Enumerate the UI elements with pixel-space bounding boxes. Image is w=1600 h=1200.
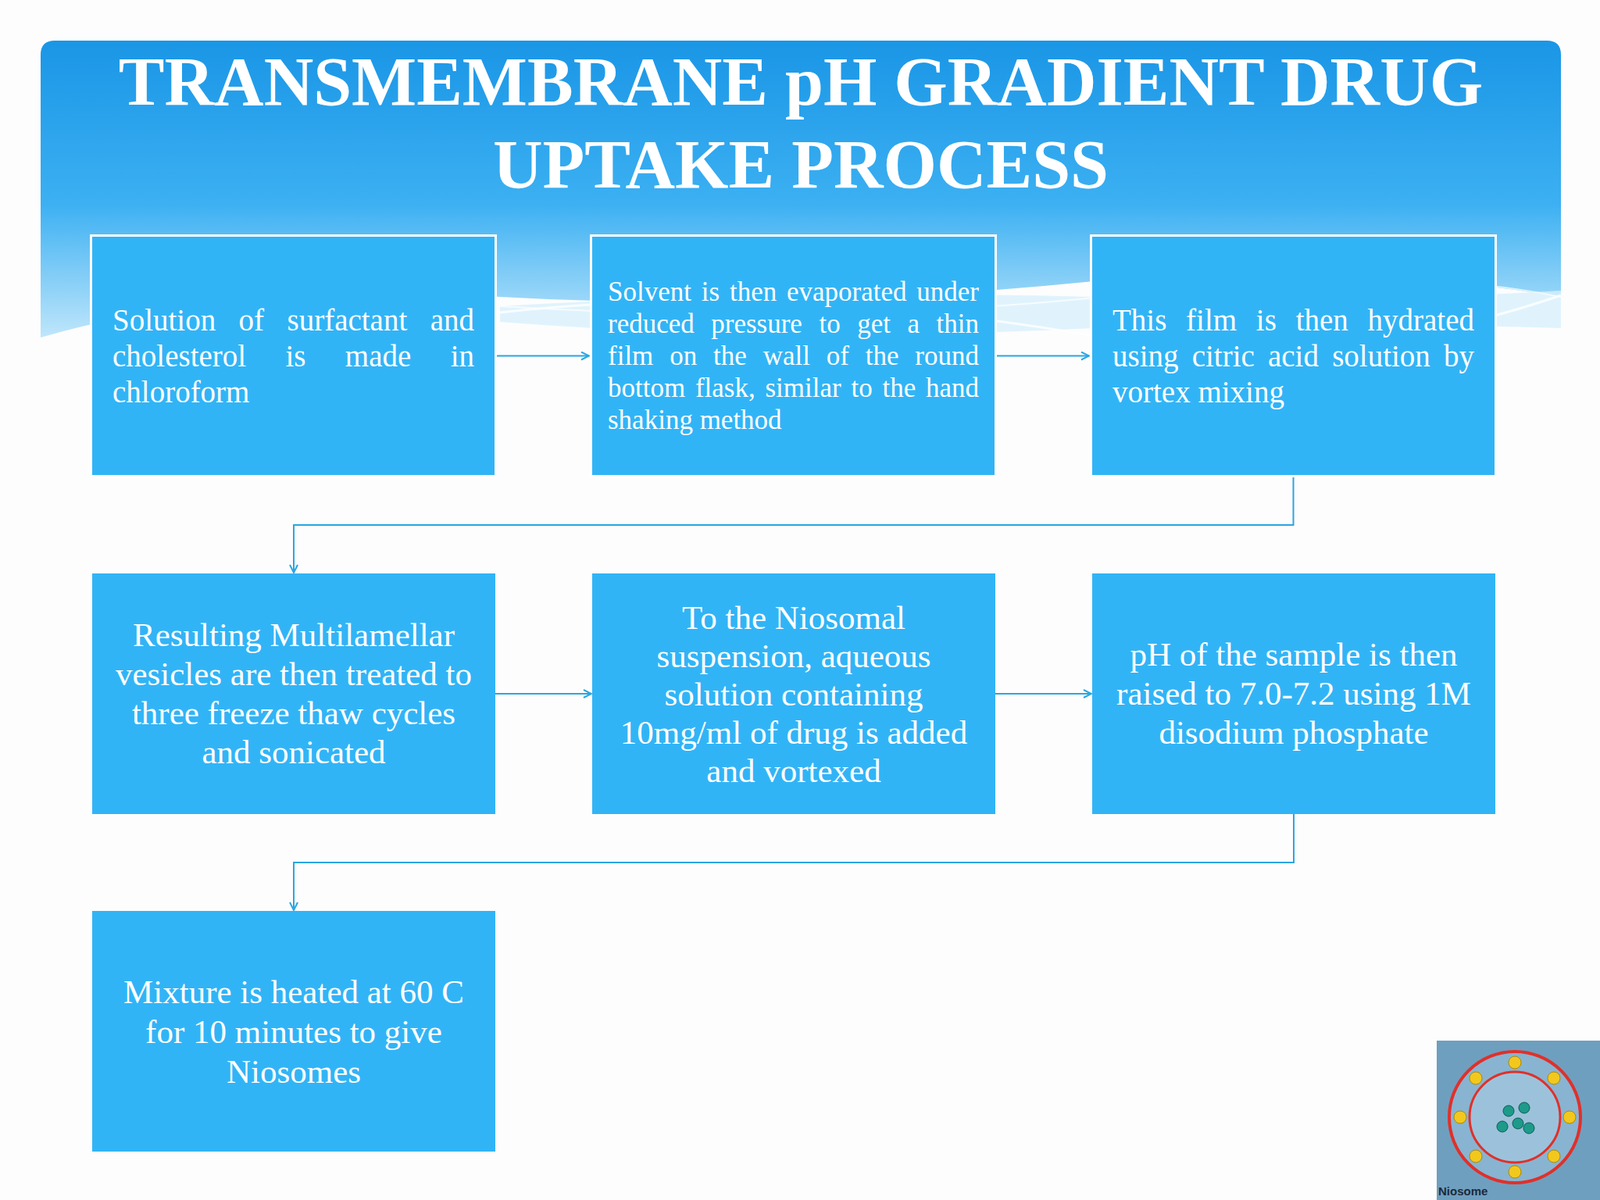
surfactant-heads	[1453, 1056, 1576, 1179]
flow-arrow	[293, 814, 1294, 911]
niosome-illustration	[1436, 1040, 1600, 1200]
slide-title: TRANSMEMBRANE pH GRADIENT DRUG UPTAKE PR…	[78, 40, 1524, 207]
step-text: Mixture is heated at 60 C for 10 minutes…	[115, 971, 472, 1092]
process-box: Solvent is then evaporated under reduced…	[589, 234, 997, 478]
flow-arrow	[496, 355, 590, 358]
illustration-caption: Niosome	[1438, 1184, 1488, 1199]
process-box: pH of the sample is then raised to 7.0-7…	[1092, 573, 1496, 815]
step-text: Resulting Multilamellar vesicles are the…	[109, 615, 479, 772]
process-box: To the Niosomal suspension, aqueous solu…	[592, 573, 996, 815]
inner-membrane	[1469, 1071, 1561, 1163]
process-box: Solution of surfactant and cholesterol i…	[89, 234, 497, 478]
flow-arrow	[495, 692, 592, 695]
step-text: To the Niosomal suspension, aqueous solu…	[609, 598, 979, 790]
outer-membrane	[1449, 1051, 1581, 1183]
process-box: Resulting Multilamellar vesicles are the…	[92, 573, 496, 815]
process-box: This film is then hydrated using citric …	[1089, 234, 1497, 478]
step-text: Solution of surfactant and cholesterol i…	[112, 302, 475, 411]
illustration-background	[1436, 1040, 1600, 1200]
flow-arrow	[995, 692, 1092, 695]
step-text: pH of the sample is then raised to 7.0-7…	[1109, 635, 1479, 753]
flow-arrow	[996, 355, 1090, 358]
flow-arrow	[293, 477, 1294, 573]
drug-molecules	[1496, 1102, 1535, 1134]
step-text: Solvent is then evaporated under reduced…	[607, 275, 979, 436]
step-text: This film is then hydrated using citric …	[1112, 302, 1475, 411]
process-box: Mixture is heated at 60 C for 10 minutes…	[92, 910, 496, 1152]
